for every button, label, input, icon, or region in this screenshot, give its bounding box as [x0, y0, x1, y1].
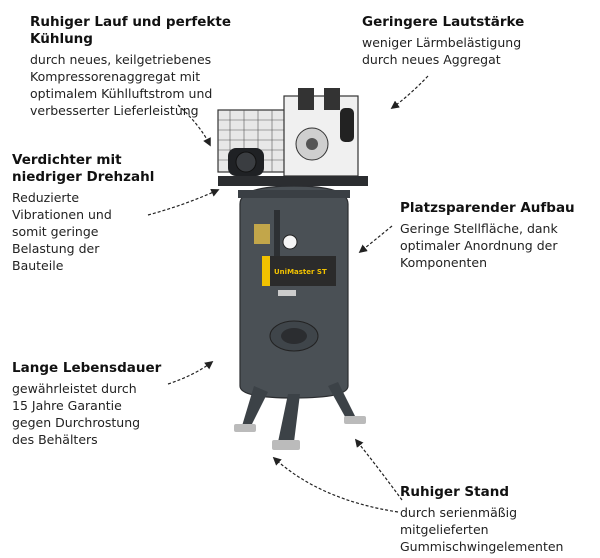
callout-stand-desc: durch serienmäßig mitgelieferten Gummisc…	[400, 505, 564, 554]
callout-noise-desc: weniger Lärmbelästigung durch neues Aggr…	[362, 35, 522, 67]
callout-life-desc: gewährleistet durch 15 Jahre Garantie ge…	[12, 381, 141, 447]
callout-speed: Verdichter mit niedriger Drehzahl Reduzi…	[12, 152, 154, 274]
callout-cooling-title: Ruhiger Lauf und perfekte Kühlung	[30, 14, 231, 47]
arrow-life	[167, 360, 214, 385]
compressor-illustration: UniMaster ST	[217, 88, 368, 450]
callout-cooling: Ruhiger Lauf und perfekte Kühlung durch …	[30, 14, 231, 119]
callout-life: Lange Lebensdauer gewährleistet durch 15…	[12, 360, 161, 448]
callout-space-title: Platzsparender Aufbau	[400, 200, 575, 216]
callout-speed-desc: Reduzierte Vibrationen und somit geringe…	[12, 190, 112, 273]
brand-label: UniMaster ST	[274, 268, 327, 276]
callout-noise-title: Geringere Lautstärke	[362, 14, 525, 30]
arrow-stand-left	[272, 456, 399, 513]
callout-noise: Geringere Lautstärke weniger Lärmbelästi…	[362, 14, 524, 68]
callout-life-title: Lange Lebensdauer	[12, 360, 162, 376]
callout-stand: Ruhiger Stand durch serienmäßig mitgelie…	[400, 484, 563, 555]
callout-space-desc: Geringe Stellfläche, dank optimaler Anor…	[400, 221, 558, 270]
callout-space: Platzsparender Aufbau Geringe Stellfläch…	[400, 200, 575, 271]
callout-cooling-desc: durch neues, keilgetriebenes Kompressore…	[30, 52, 213, 118]
callout-stand-title: Ruhiger Stand	[400, 484, 509, 500]
callout-speed-title: Verdichter mit niedriger Drehzahl	[12, 152, 155, 185]
arrow-noise	[390, 75, 429, 109]
